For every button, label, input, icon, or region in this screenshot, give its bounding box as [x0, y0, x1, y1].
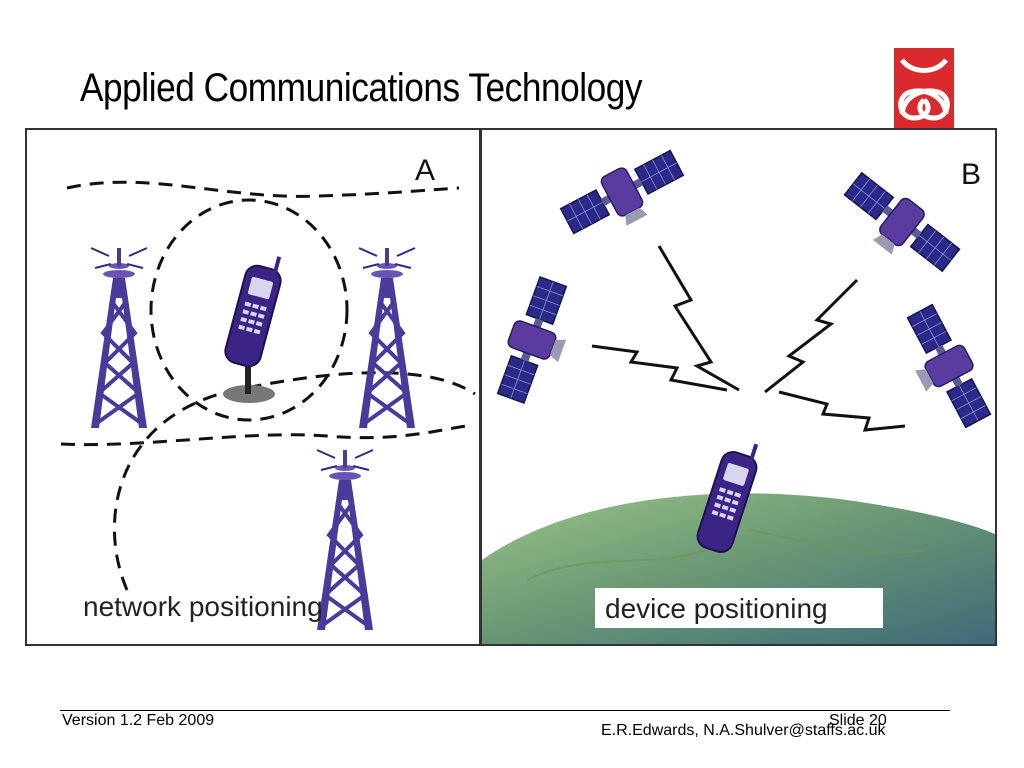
- panel-device-positioning: B device positioning: [482, 130, 995, 644]
- panel-b-caption: device positioning: [605, 593, 828, 624]
- panel-a-letter: A: [415, 154, 435, 187]
- panel-b-letter: B: [961, 158, 981, 191]
- panel-a-caption: network positioning: [83, 591, 323, 622]
- footer-author: E.R.Edwards, N.A.Shulver@staffs.ac.uk: [601, 722, 886, 739]
- positioning-illustration: A network positioning B: [27, 130, 995, 644]
- footer-slide-number: Slide 20: [829, 712, 887, 729]
- slide-title: Applied Communications Technology: [80, 66, 643, 110]
- footer-rule: [60, 710, 950, 711]
- positioning-figure: A network positioning B: [25, 128, 997, 646]
- staffordshire-knot-icon: [894, 48, 954, 128]
- panel-network-positioning: A network positioning: [27, 130, 479, 644]
- footer-version: Version 1.2 Feb 2009: [62, 712, 215, 729]
